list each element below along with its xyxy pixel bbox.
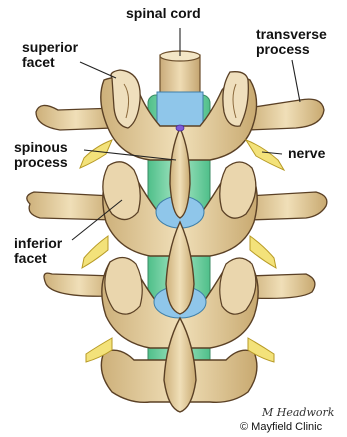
label-transverse-process: transverse process — [256, 27, 327, 57]
transverse-process-left-2 — [27, 192, 114, 220]
nerve-right-1 — [246, 140, 284, 170]
transverse-process-right-2 — [248, 192, 327, 220]
nerve-left-2 — [82, 236, 108, 268]
label-superior-facet: superior facet — [22, 40, 78, 70]
label-nerve: nerve — [288, 146, 325, 161]
label-inferior-facet: inferior facet — [14, 236, 62, 266]
transverse-process-right — [248, 99, 324, 130]
label-spinal-cord: spinal cord — [126, 6, 201, 21]
nerve-right-2 — [250, 236, 276, 268]
artist-signature: M Headwork — [262, 406, 334, 419]
label-spinous-process: spinous process — [14, 140, 68, 170]
nerve-left-1 — [80, 140, 112, 168]
leader-transverse-process — [292, 60, 300, 102]
leader-superior-facet — [80, 62, 116, 78]
copyright-text: © Mayfield Clinic — [240, 421, 322, 433]
